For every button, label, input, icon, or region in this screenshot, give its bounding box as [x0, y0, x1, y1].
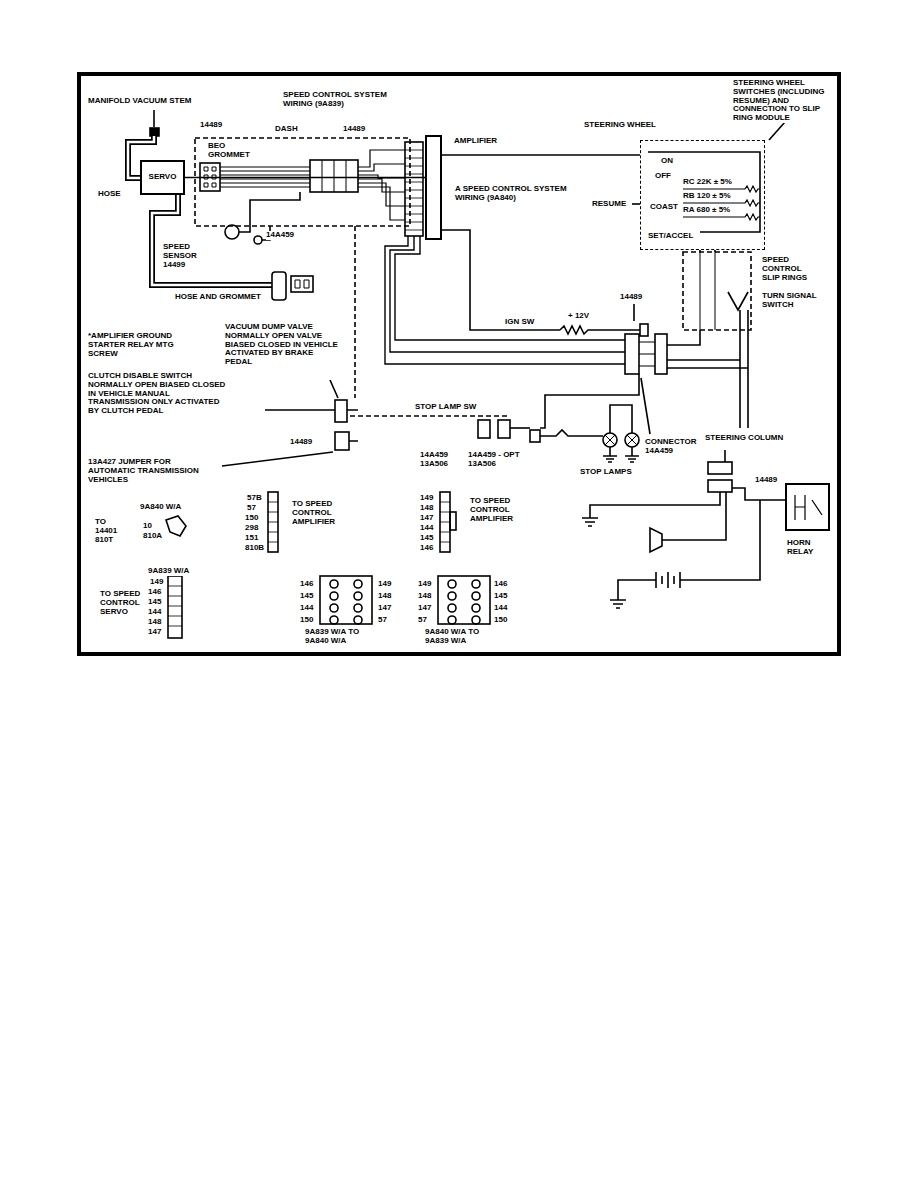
part-heading: AMPLIFIER	[454, 137, 497, 146]
diagram-label: 150	[494, 616, 507, 625]
diagram-label: RB 120 ± 5%	[683, 192, 731, 201]
diagram-label: 14489	[343, 125, 365, 134]
diagram-label: 57	[378, 616, 387, 625]
diagram-label: SPEED CONTROL SLIP RINGS	[762, 256, 817, 282]
diagram-label: HOSE AND GROMMET	[175, 293, 261, 302]
diagram-label: 298	[245, 524, 258, 533]
diagram-label: 147	[378, 604, 391, 613]
diagram-label: 9A839 W/A	[148, 567, 189, 576]
diagram-label: 149	[378, 580, 391, 589]
amplifier-box: AMPLIFIER	[425, 135, 442, 240]
diagram-label: 14489	[290, 438, 312, 447]
diagram-label: 144	[300, 604, 313, 613]
diagram-label: 13A427 JUMPER FOR AUTOMATIC TRANSMISSION…	[88, 458, 216, 484]
diagram-label: 9A840 W/A TO 9A839 W/A	[425, 628, 505, 646]
diagram-label: 146	[300, 580, 313, 589]
box-text: SERVO	[149, 173, 177, 182]
diagram-label: 145	[300, 592, 313, 601]
diagram-label: 14A459 13A506	[420, 451, 456, 469]
diagram-label: 146	[494, 580, 507, 589]
part-heading: HORN RELAY	[787, 539, 832, 557]
diagram-label: STOP LAMP SW	[415, 403, 476, 412]
diagram-label: 9A839 W/A TO 9A840 W/A	[305, 628, 385, 646]
diagram-label: RA 680 ± 5%	[683, 206, 730, 215]
diagram-label: TO SPEED CONTROL AMPLIFIER	[470, 497, 525, 523]
servo-box: SERVO	[140, 160, 185, 195]
diagram-label: A SPEED CONTROL SYSTEM WIRING (9A840)	[455, 185, 575, 203]
diagram-label: 145	[148, 598, 161, 607]
diagram-label: 14489	[200, 121, 222, 130]
diagram-label: 148	[420, 504, 433, 513]
diagram-label: STEERING WHEEL SWITCHES (INCLUDING RESUM…	[733, 79, 835, 123]
diagram-label: ON	[661, 157, 673, 166]
diagram-label: TURN SIGNAL SWITCH	[762, 292, 817, 310]
diagram-label: SET/ACCEL	[648, 232, 693, 241]
diagram-label: 9A840 W/A	[140, 503, 181, 512]
diagram-label: RC 22K ± 5%	[683, 178, 732, 187]
diagram-label: 144	[494, 604, 507, 613]
diagram-label: TO SPEED CONTROL SERVO	[100, 590, 145, 616]
diagram-label: 57	[247, 504, 256, 513]
diagram-label: 147	[148, 628, 161, 637]
diagram-label: 145	[494, 592, 507, 601]
diagram-label: STEERING COLUMN	[705, 434, 783, 443]
diagram-label: 148	[378, 592, 391, 601]
diagram-label: COAST	[650, 203, 678, 212]
diagram-label: 14489	[755, 476, 777, 485]
diagram-label: *AMPLIFIER GROUND STARTER RELAY MTG SCRE…	[88, 332, 193, 358]
diagram-label: 148	[418, 592, 431, 601]
diagram-label: RESUME	[592, 200, 626, 209]
diagram-label: 144	[148, 608, 161, 617]
diagram-label: 147	[420, 514, 433, 523]
diagram-label: 144	[420, 524, 433, 533]
diagram-label: 151	[245, 534, 258, 543]
diagram-label: BEO GROMMET	[208, 142, 253, 160]
diagram-label: 57	[418, 616, 427, 625]
diagram-label: IGN SW	[505, 318, 534, 327]
diagram-label: 57B	[247, 494, 262, 503]
diagram-label: OFF	[655, 172, 671, 181]
diagram-label: SPEED CONTROL SYSTEM WIRING (9A839)	[283, 91, 403, 109]
diagram-label: CONNECTOR 14A459	[645, 438, 703, 456]
diagram-label: TO SPEED CONTROL AMPLIFIER	[292, 500, 347, 526]
diagram-label: 14489	[620, 293, 642, 302]
wire-connector	[442, 154, 640, 156]
diagram-label: 150	[245, 514, 258, 523]
diagram-label: SPEED SENSOR 14499	[163, 243, 221, 269]
diagram-label: 149	[420, 494, 433, 503]
diagram-label: DASH	[275, 125, 298, 134]
diagram-label: 150	[300, 616, 313, 625]
wire-connector	[185, 177, 425, 179]
diagram-label: HOSE	[98, 190, 121, 199]
diagram-label: 148	[148, 618, 161, 627]
diagram-label: 146	[420, 544, 433, 553]
diagram-label: 149	[418, 580, 431, 589]
diagram-label: 147	[418, 604, 431, 613]
diagram-label: 10	[143, 522, 152, 531]
diagram-label: STOP LAMPS	[580, 468, 632, 477]
diagram-label: 810B	[245, 544, 264, 553]
horn-relay-box: HORN RELAY	[785, 483, 830, 531]
diagram-label: 145	[420, 534, 433, 543]
diagram-label: TO 14401 810T	[95, 518, 125, 544]
diagram-label: + 12V	[568, 312, 589, 321]
part-heading: STEERING WHEEL	[584, 121, 656, 130]
diagram-label: CLUTCH DISABLE SWITCH NORMALLY OPEN BIAS…	[88, 372, 228, 416]
diagram-label: 146	[148, 588, 161, 597]
diagram-label: MANIFOLD VACUUM STEM	[88, 97, 191, 106]
diagram-label: 14A459 - OPT 13A506	[468, 451, 532, 469]
diagram-label: VACUUM DUMP VALVE NORMALLY OPEN VALVE BI…	[225, 323, 340, 367]
diagram-label: 810A	[143, 532, 162, 541]
diagram-label: 14A459	[266, 231, 294, 240]
diagram-label: 149	[150, 578, 163, 587]
